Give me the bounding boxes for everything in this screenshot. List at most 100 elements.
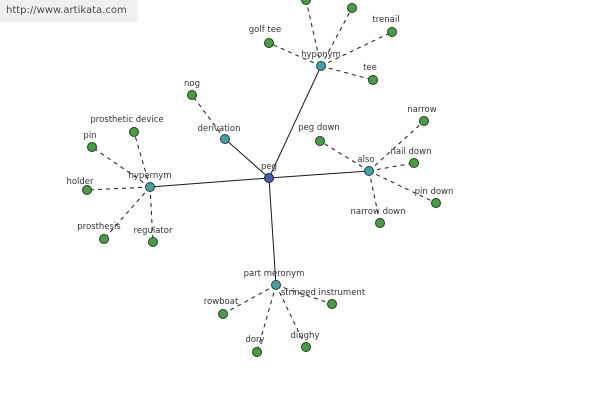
edge-also-narrow-down bbox=[368, 170, 381, 224]
node-label-narrow-down: narrow down bbox=[350, 207, 405, 217]
node-label-peg: peg bbox=[261, 162, 277, 172]
node-label-stringed-instrument: stringed instrument bbox=[281, 288, 366, 298]
node-label-golf-tee: golf tee bbox=[249, 25, 281, 35]
node-trenail[interactable]: trenail bbox=[372, 15, 400, 37]
node-hyp-top-b[interactable] bbox=[347, 3, 357, 13]
node-dot-part-meronym[interactable] bbox=[271, 280, 281, 290]
edge-peg-hyponym_top bbox=[268, 65, 322, 179]
node-dot-rowboat[interactable] bbox=[218, 309, 228, 319]
node-dot-stringed-instrument[interactable] bbox=[327, 299, 337, 309]
node-also[interactable]: also bbox=[357, 155, 375, 176]
node-dot-prosthesis[interactable] bbox=[99, 234, 109, 244]
edge-part-meronym-stringed-instrument bbox=[275, 284, 333, 305]
node-stringed-instrument[interactable]: stringed instrument bbox=[281, 288, 366, 309]
node-label-part-meronym: part meronym bbox=[244, 269, 305, 279]
edge-part-meronym-dinghy bbox=[275, 284, 307, 348]
node-regulator[interactable]: regulator bbox=[134, 226, 173, 247]
edge-peg-also bbox=[268, 170, 370, 179]
node-dot-hypernym[interactable] bbox=[145, 182, 155, 192]
node-holder[interactable]: holder bbox=[66, 177, 94, 195]
node-label-pin: pin bbox=[83, 131, 96, 141]
node-dinghy[interactable]: dinghy bbox=[291, 331, 320, 352]
node-label-trenail: trenail bbox=[372, 15, 399, 25]
node-dot-also[interactable] bbox=[364, 166, 374, 176]
site-watermark: http://www.artikata.com bbox=[0, 0, 138, 22]
node-label-narrow: narrow bbox=[407, 105, 436, 115]
node-dot-dinghy[interactable] bbox=[301, 342, 311, 352]
edge-hyponym_top-trenail bbox=[320, 31, 393, 67]
node-part-meronym[interactable]: part meronym bbox=[244, 269, 305, 290]
node-dot-narrow-down[interactable] bbox=[375, 218, 385, 228]
node-dot-peg-down[interactable] bbox=[315, 136, 325, 146]
node-label-hyponym_top: hyponym bbox=[301, 50, 341, 60]
edge-hypernym-regulator bbox=[149, 186, 154, 243]
node-dot-golf-tee[interactable] bbox=[264, 38, 274, 48]
edge-hyponym_top-golf-tee bbox=[268, 42, 322, 67]
node-label-nail-down: nail down bbox=[391, 147, 432, 157]
node-narrow[interactable]: narrow bbox=[407, 105, 437, 126]
node-label-rowboat: rowboat bbox=[204, 297, 239, 307]
node-label-peg-down: peg down bbox=[298, 123, 340, 133]
edge-hyponym_top-hyp-top-b bbox=[320, 7, 353, 67]
nodes: golf tee trenail tee nog narrow peg down nail … bbox=[66, 0, 453, 357]
node-label-pin-down: pin down bbox=[415, 187, 454, 197]
node-dot-regulator[interactable] bbox=[148, 237, 158, 247]
node-label-holder: holder bbox=[66, 177, 94, 187]
node-label-prosthetic-device: prosthetic device bbox=[90, 115, 163, 125]
node-pin[interactable]: pin bbox=[83, 131, 97, 152]
edge-hypernym-prosthetic-device bbox=[133, 131, 151, 188]
node-dot-pin[interactable] bbox=[87, 142, 97, 152]
node-dot-peg[interactable] bbox=[264, 173, 274, 183]
edges bbox=[86, 0, 437, 353]
node-dot-hyp-top-a[interactable] bbox=[301, 0, 311, 5]
edge-also-peg-down bbox=[319, 140, 370, 172]
node-tee[interactable]: tee bbox=[363, 63, 378, 85]
node-golf-tee[interactable]: golf tee bbox=[249, 25, 281, 48]
node-dot-dory[interactable] bbox=[252, 347, 262, 357]
node-label-hypernym: hypernym bbox=[128, 171, 171, 181]
node-dot-nog[interactable] bbox=[187, 90, 197, 100]
node-label-tee: tee bbox=[363, 63, 377, 73]
node-label-derivation: derivation bbox=[197, 124, 240, 134]
node-label-nog: nog bbox=[184, 79, 200, 89]
node-label-dinghy: dinghy bbox=[291, 331, 320, 341]
node-prosthesis[interactable]: prosthesis bbox=[77, 222, 121, 244]
node-dot-nail-down[interactable] bbox=[409, 158, 419, 168]
node-rowboat[interactable]: rowboat bbox=[204, 297, 239, 319]
node-hyponym_top[interactable]: hyponym bbox=[301, 50, 341, 71]
node-dot-trenail[interactable] bbox=[387, 27, 397, 37]
node-dot-prosthetic-device[interactable] bbox=[129, 127, 139, 137]
node-prosthetic-device[interactable]: prosthetic device bbox=[90, 115, 164, 137]
node-hypernym[interactable]: hypernym bbox=[128, 171, 172, 192]
node-narrow-down[interactable]: narrow down bbox=[350, 207, 406, 228]
node-label-prosthesis: prosthesis bbox=[77, 222, 121, 232]
node-peg[interactable]: peg bbox=[261, 162, 277, 183]
node-dot-tee[interactable] bbox=[368, 75, 378, 85]
node-dot-holder[interactable] bbox=[82, 185, 92, 195]
node-label-also: also bbox=[357, 155, 374, 165]
node-dot-narrow[interactable] bbox=[419, 116, 429, 126]
edge-part-meronym-dory bbox=[256, 284, 277, 353]
edge-peg-part-meronym bbox=[268, 177, 277, 286]
node-peg-down[interactable]: peg down bbox=[298, 123, 340, 146]
node-pin-down[interactable]: pin down bbox=[415, 187, 454, 208]
node-label-regulator: regulator bbox=[134, 226, 173, 236]
node-dory[interactable]: dory bbox=[245, 335, 265, 357]
edge-peg-derivation bbox=[224, 138, 270, 179]
edge-peg-hypernym bbox=[149, 177, 270, 188]
edge-hyponym_top-hyp-top-a bbox=[305, 0, 322, 67]
node-derivation[interactable]: derivation bbox=[197, 124, 241, 144]
node-nog[interactable]: nog bbox=[184, 79, 200, 100]
node-dot-hyponym_top[interactable] bbox=[316, 61, 326, 71]
edge-part-meronym-rowboat bbox=[222, 284, 277, 315]
node-dot-derivation[interactable] bbox=[220, 134, 230, 144]
node-hyp-top-a[interactable] bbox=[301, 0, 311, 5]
node-nail-down[interactable]: nail down bbox=[391, 147, 432, 168]
edge-hyponym_top-tee bbox=[320, 65, 374, 81]
edge-hypernym-holder bbox=[86, 186, 151, 191]
node-dot-pin-down[interactable] bbox=[431, 198, 441, 208]
edge-hypernym-pin bbox=[91, 146, 151, 188]
edge-derivation-nog bbox=[191, 94, 226, 140]
node-dot-hyp-top-b[interactable] bbox=[347, 3, 357, 13]
